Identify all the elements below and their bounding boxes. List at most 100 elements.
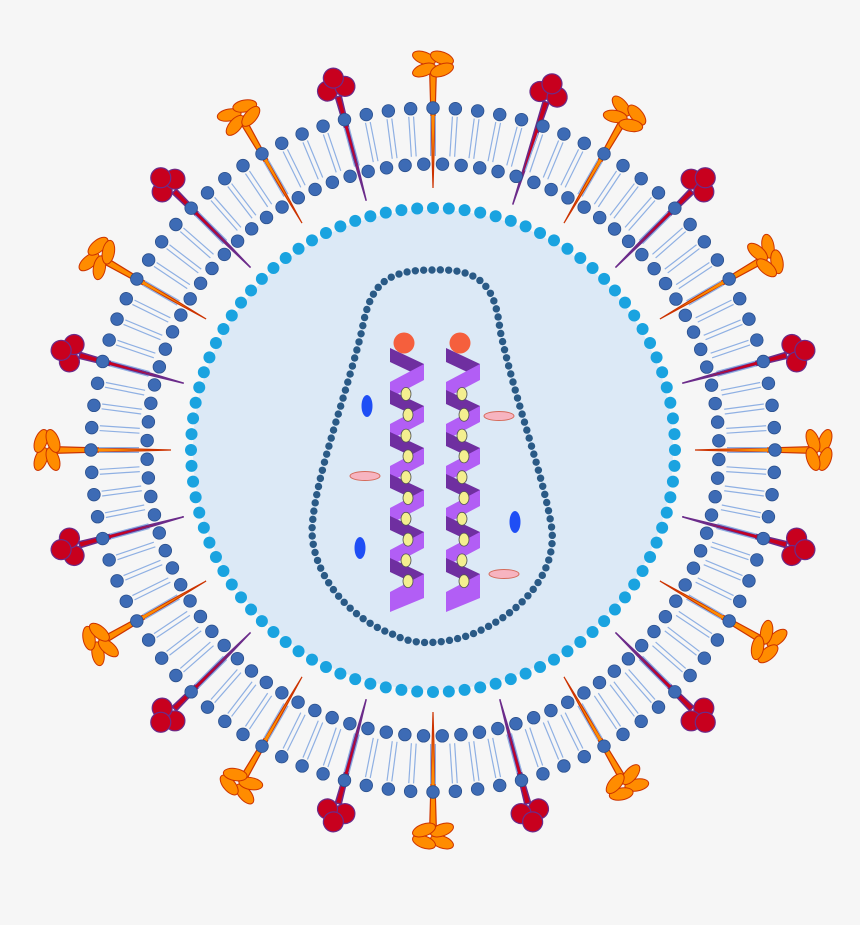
lipid-head-inner [435,729,449,743]
matrix-bead [608,603,621,616]
capsid-bead [492,618,500,626]
capsid-bead [332,418,340,426]
lipid-tail [286,149,306,186]
lipid-head-outer [236,727,250,742]
lipid-tail [327,132,342,172]
lipid-head-inner [291,695,305,709]
capsid-bead [314,482,323,491]
lipid-bilayer-envelope [84,101,782,799]
capsid-bead [340,598,348,607]
lipid-tail [724,403,764,410]
matrix-bead [489,210,502,223]
matrix-layer [185,202,681,698]
matrix-bead [185,459,198,472]
lipid-head-outer [577,750,591,764]
capsid-bead [396,633,404,642]
lipid-tail [593,695,618,730]
matrix-bead [187,475,200,488]
lipid-head-outer [557,759,571,773]
rna-nucleotide [458,574,470,589]
matrix-bead [644,551,657,564]
lipid-tail [642,655,672,685]
lipid-tail [263,161,285,197]
rna-ribbon-tail [390,582,424,612]
lipid-tail [678,610,713,635]
lipid-tail [628,669,656,700]
orange-spike [563,95,647,224]
lipid-tail [449,116,454,157]
lipid-tail [487,121,497,162]
rna-nucleotide [400,470,412,485]
capsid-bead [318,466,327,474]
capsid-bead [411,267,420,275]
matrix-bead [598,272,611,285]
spike-petal [602,109,628,124]
capsid-bead [477,626,485,634]
lipid-tail [721,386,762,396]
lipid-tail [101,485,142,492]
capsid-bead [469,272,477,280]
capsid-bead [461,632,470,641]
lipid-tail [510,733,523,773]
lipid-tail [547,720,564,758]
lipid-head-outer [130,614,144,628]
capsid-bead [357,330,365,338]
lipid-head-outer [184,685,198,699]
capsid-bead [310,507,318,515]
lipid-tail [642,215,672,245]
lipid-head-inner [141,471,156,485]
lipid-head-inner [592,210,607,225]
lipid-tail [166,626,199,652]
lipid-tail [726,429,767,434]
spike-petal [605,773,625,795]
lipid-head-outer [275,136,289,150]
lipid-head-inner [592,675,607,690]
capsid-bead [334,410,342,418]
lipid-tail [597,173,622,208]
capsid-bead [453,267,461,275]
capsid-bead [428,266,436,274]
lipid-head-outer [557,127,571,141]
matrix-bead [185,428,198,441]
lipid-tail [101,408,142,415]
lipid-tail [724,490,764,497]
rna-ribbon-front [390,490,424,524]
lipid-head-outer [426,101,440,115]
capsid-bead [516,402,524,410]
blue-enzyme [354,537,366,559]
capsid-bead [388,630,397,638]
lipid-tail [391,741,398,782]
lipid-head-inner [152,360,167,374]
lipid-head-inner [144,489,158,504]
matrix-bead [334,220,347,233]
lipid-head-inner [561,695,575,709]
pink-enzyme [488,569,520,579]
matrix-bead [519,220,532,233]
lipid-head-outer [110,312,124,326]
lipid-tail [391,118,398,159]
matrix-bead [245,603,258,616]
capsid-bead [346,604,354,612]
capsid-bead [543,498,551,507]
rna-nucleotide [400,428,412,443]
capsid-bead [436,266,445,274]
lipid-head-inner [577,200,591,214]
lipid-head-outer [634,171,648,186]
capsid-bead [486,289,495,297]
lipid-tail [695,299,732,319]
matrix-bead [644,336,657,349]
lipid-head-outer [84,443,98,457]
lipid-tail [686,280,722,302]
lipid-head-outer [90,376,105,390]
capsid-bead [534,578,542,587]
lipid-tail [227,186,253,219]
matrix-bead [349,214,362,227]
capsid-bead [360,313,369,322]
lipid-head-outer [577,136,591,150]
spike-petal [97,638,119,658]
lipid-head-outer [750,553,764,567]
lipid-head-inner [491,164,505,179]
matrix-bead [442,202,455,215]
capsid-bead [484,622,493,631]
spike-petal [412,822,436,838]
